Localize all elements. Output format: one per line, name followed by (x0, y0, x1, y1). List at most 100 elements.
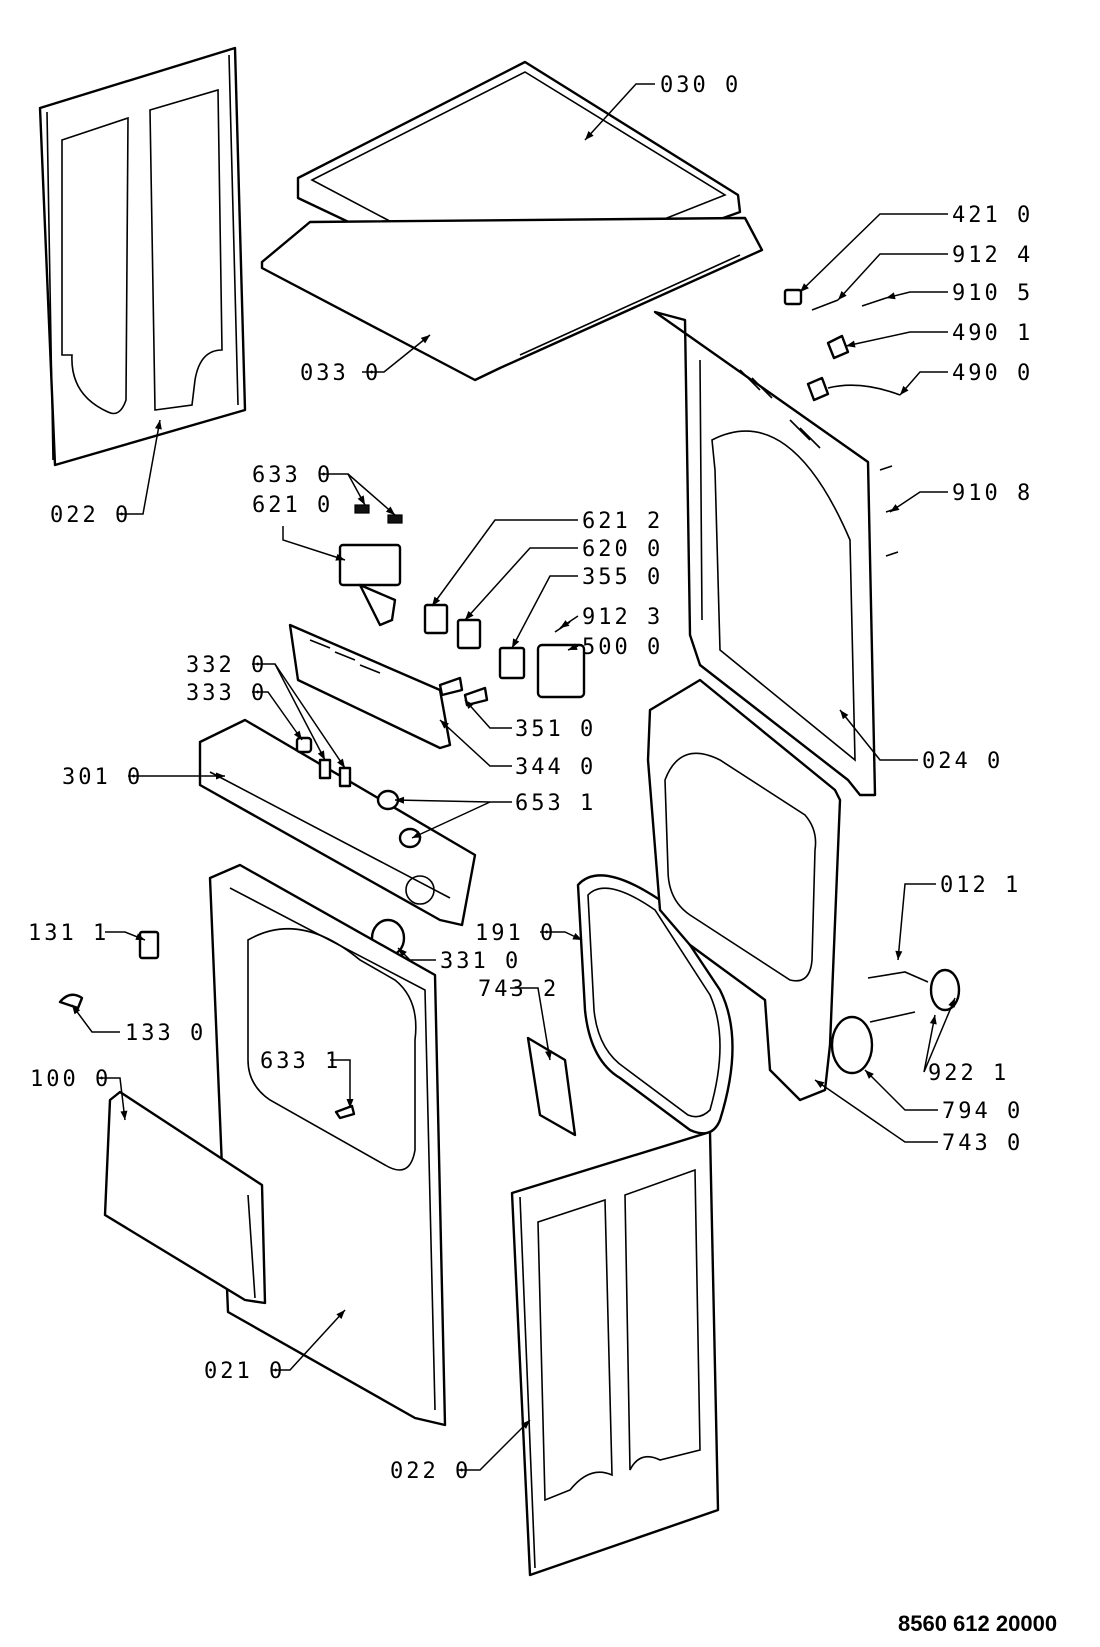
side-panel-right (510, 1130, 720, 1577)
cover-plate (260, 216, 764, 382)
label-633-1: 633 1 (260, 1049, 341, 1074)
document-number: 8560 612 20000 (898, 1611, 1057, 1636)
leader-012-1 (897, 883, 936, 961)
arrowhead-922-1 (929, 1015, 937, 1025)
leader-344-0 (439, 719, 512, 767)
label-012-1: 012 1 (940, 873, 1021, 898)
arrowhead-100-0 (120, 1110, 128, 1120)
arrowhead-133-0 (72, 1005, 81, 1015)
leader-033-0 (362, 334, 431, 373)
label-421-0: 421 0 (952, 203, 1033, 228)
leader-794-0 (864, 1069, 938, 1111)
thermostat-timer (498, 621, 586, 699)
label-344-0: 344 0 (515, 755, 596, 780)
label-191-0: 191 0 (475, 921, 556, 946)
label-910-8: 910 8 (952, 481, 1033, 506)
label-022-0-right: 022 0 (390, 1459, 471, 1484)
arrowhead-633-0 (357, 495, 365, 505)
arrowhead-490-1 (846, 340, 856, 348)
leader-653-1 (394, 799, 512, 803)
label-621-2: 621 2 (582, 509, 663, 534)
arrowhead-131-1 (135, 933, 145, 940)
label-490-0: 490 0 (952, 361, 1033, 386)
control-panel (198, 718, 477, 927)
leader-743-0 (814, 1079, 938, 1143)
arrowhead-500-0 (568, 643, 578, 650)
label-912-4: 912 4 (952, 243, 1033, 268)
leader-922-1b (923, 997, 956, 1073)
arrowhead-030-0 (585, 130, 594, 140)
arrowhead-910-5 (886, 292, 896, 300)
leader-910-5 (885, 291, 948, 299)
label-490-1: 490 1 (952, 321, 1033, 346)
label-021-0: 021 0 (204, 1359, 285, 1384)
leader-021-0 (272, 1309, 346, 1371)
arrowhead-910-8 (890, 504, 900, 512)
arrowhead-351-0 (465, 700, 474, 710)
arrowhead-012-1 (895, 950, 903, 960)
hinge-lock-parts (58, 930, 160, 1010)
label-331-0: 331 0 (440, 949, 521, 974)
lamps (438, 676, 489, 707)
arrowhead-653-1 (395, 796, 405, 804)
arrowhead-633-0b (385, 506, 395, 515)
door (103, 1090, 267, 1305)
leader-133-0 (71, 1004, 120, 1033)
label-030-0: 030 0 (660, 73, 741, 98)
leader-743-2 (510, 987, 551, 1061)
arrowhead-653-1b (412, 831, 422, 838)
arrowhead-633-1 (346, 1099, 354, 1108)
arrowhead-301-0 (216, 772, 225, 780)
label-620-0: 620 0 (582, 537, 663, 562)
arrowhead-332-0b (337, 758, 345, 768)
arrowhead-912-3 (560, 620, 570, 628)
arrowhead-620-0 (465, 610, 474, 620)
leader-333-0 (252, 691, 303, 741)
label-912-3: 912 3 (582, 605, 663, 630)
label-332-0: 332 0 (186, 653, 267, 678)
leader-100-0 (98, 1077, 126, 1121)
leader-332-0b (274, 663, 346, 769)
leader-620-0 (464, 547, 578, 621)
drum-housing (646, 678, 842, 1102)
arrowhead-421-0 (800, 283, 809, 292)
arrowhead-621-2 (432, 596, 441, 606)
filter-plate (526, 1036, 577, 1137)
leader-490-1 (845, 331, 948, 347)
leader-022-0-l (118, 419, 161, 515)
label-355-0: 355 0 (582, 565, 663, 590)
leader-351-0 (464, 699, 512, 729)
switch-block (338, 504, 403, 627)
label-500-0: 500 0 (582, 635, 663, 660)
leader-653-1b (411, 801, 491, 839)
switches (423, 603, 482, 650)
label-922-1: 922 1 (928, 1061, 1009, 1086)
leader-022-0-r (458, 1419, 531, 1471)
leader-922-1 (923, 1014, 936, 1073)
label-033-0: 033 0 (300, 361, 381, 386)
arrowhead-332-0 (317, 750, 325, 760)
label-133-0: 133 0 (125, 1021, 206, 1046)
label-131-1: 131 1 (28, 921, 109, 946)
arrowhead-344-0 (440, 720, 449, 729)
label-910-5: 910 5 (952, 281, 1033, 306)
leader-633-0b (347, 473, 396, 516)
leader-633-1 (330, 1059, 351, 1108)
leader-621-0 (282, 526, 346, 561)
arrowhead-022-0-r (521, 1420, 530, 1429)
gasket (576, 874, 734, 1135)
arrowhead-743-2 (545, 1050, 552, 1060)
leader-lines (71, 83, 956, 1471)
arrowhead-794-0 (865, 1070, 874, 1079)
arrowhead-355-0 (512, 638, 520, 648)
door-screw (334, 1104, 356, 1120)
leader-621-2 (431, 519, 578, 607)
part-labels: 030 0 421 0 912 4 910 5 490 1 490 0 033 … (28, 73, 1033, 1484)
label-743-2: 743 2 (478, 977, 559, 1002)
label-024-0: 024 0 (922, 749, 1003, 774)
arrowhead-621-0 (335, 553, 345, 561)
label-022-0-left: 022 0 (50, 503, 131, 528)
leader-912-4 (837, 253, 948, 301)
arrowhead-912-4 (838, 290, 847, 300)
